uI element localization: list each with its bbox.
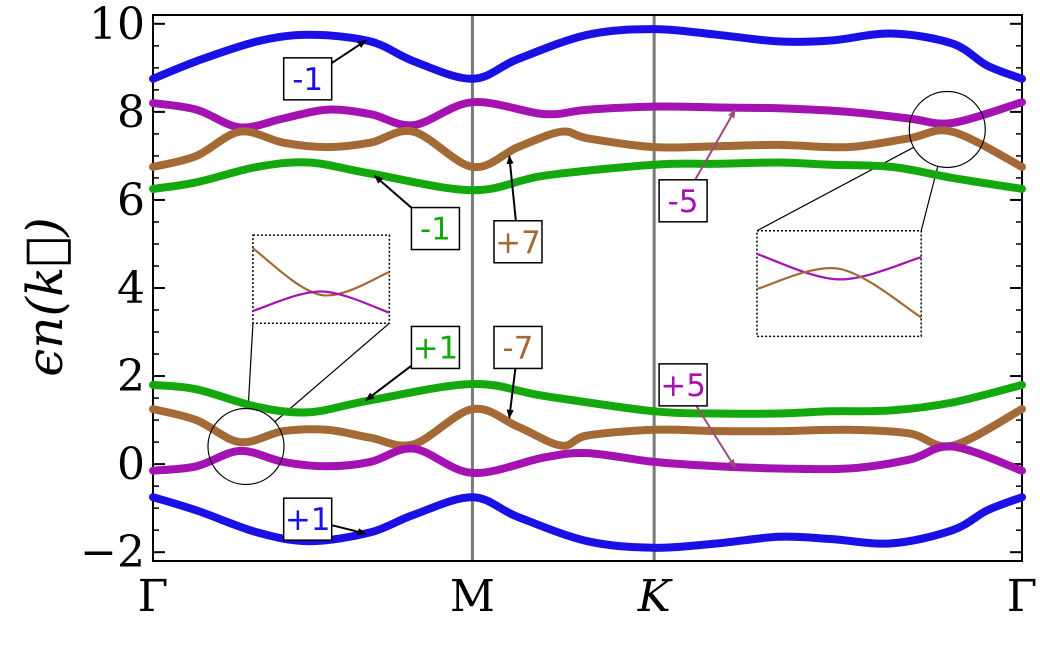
band-annotation: -5 xyxy=(658,108,737,223)
x-tick-label: M xyxy=(450,571,495,622)
y-tick-label: 8 xyxy=(117,87,145,138)
band-line-7 xyxy=(149,404,1026,451)
y-tick-label: −2 xyxy=(80,527,145,578)
zoom-circle xyxy=(908,90,986,169)
band-annotation: +5 xyxy=(658,363,737,469)
band-line-1 xyxy=(149,25,1026,83)
band-annotation: -1 xyxy=(373,174,461,251)
annotation-label: +5 xyxy=(660,368,706,404)
y-tick-label: 0 xyxy=(117,439,145,490)
band-line-6 xyxy=(149,379,1026,418)
annotation-label: +1 xyxy=(285,502,331,538)
band-annotation: +1 xyxy=(365,325,461,402)
series-layer xyxy=(149,25,1026,552)
annotation-arrow xyxy=(506,155,517,221)
y-tick-label: 2 xyxy=(117,351,145,402)
annotations: -1 +1 -1 +1 +7 -7 -5 +5 xyxy=(207,39,986,541)
y-tick-label: 6 xyxy=(117,175,145,226)
zoom-inset-1 xyxy=(247,234,391,423)
zoom-circle xyxy=(207,407,285,486)
inset-curve xyxy=(756,267,922,319)
annotation-box xyxy=(658,179,708,223)
inset-box xyxy=(756,230,922,338)
annotation-arrow xyxy=(506,368,517,419)
annotation-label: -1 xyxy=(292,62,323,98)
zoom-inset-2 xyxy=(756,146,939,338)
inset-curve xyxy=(756,252,922,281)
zoom-connector xyxy=(247,323,254,409)
annotation-box xyxy=(658,363,708,407)
annotation-arrow xyxy=(365,364,413,402)
band-annotation: +1 xyxy=(282,497,367,541)
annotation-arrow xyxy=(331,39,367,64)
zoom-insets xyxy=(247,146,939,423)
band-line-8 xyxy=(149,442,1026,477)
band-annotation: -1 xyxy=(282,39,367,101)
band-line-3 xyxy=(149,98,1026,132)
annotation-box xyxy=(410,206,461,251)
annotation-arrow xyxy=(694,108,737,181)
inset-box xyxy=(252,234,391,324)
band-line-4 xyxy=(149,126,1026,172)
annotation-label: -1 xyxy=(420,212,451,248)
x-tick-label: Γ xyxy=(138,571,169,622)
annotation-arrow xyxy=(373,174,413,209)
y-tick-label: 4 xyxy=(117,263,145,314)
annotation-box xyxy=(410,325,461,370)
annotation-arrow xyxy=(331,524,367,536)
annotation-label: +1 xyxy=(413,330,459,366)
band-annotation: +7 xyxy=(493,155,543,264)
annotation-box xyxy=(282,57,333,101)
annotation-label: -5 xyxy=(668,184,699,220)
band-annotation: -7 xyxy=(493,325,543,419)
y-axis-label: ϵn(k⃗) xyxy=(16,217,74,377)
annotation-label: -7 xyxy=(503,330,534,366)
x-tick-label: K xyxy=(637,571,673,622)
annotation-label: +7 xyxy=(495,225,541,261)
y-tick-label: 10 xyxy=(89,0,145,50)
inset-curve xyxy=(252,247,390,297)
annotation-box xyxy=(493,325,543,370)
annotation-box xyxy=(493,220,543,264)
annotation-box xyxy=(282,497,333,541)
x-tick-label: Γ xyxy=(1007,571,1038,622)
inset-curve xyxy=(252,290,390,314)
zoom-connector xyxy=(756,146,915,232)
plot-frame xyxy=(152,14,1023,562)
annotation-arrow xyxy=(695,405,737,469)
zoom-connector xyxy=(274,322,390,423)
band-line-5 xyxy=(149,158,1026,195)
